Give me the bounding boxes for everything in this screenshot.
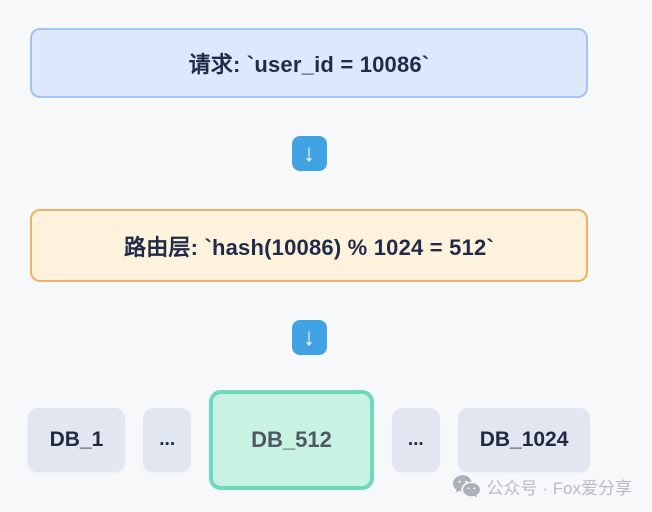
db-node-1: DB_1: [27, 408, 126, 472]
routing-box-label: 路由层: `hash(10086) % 1024 = 512`: [124, 234, 494, 260]
database-row: DB_1 ... DB_512 ... DB_1024: [27, 390, 591, 490]
flow-diagram: 请求: `user_id = 10086` ↓ 路由层: `hash(10086…: [27, 0, 591, 490]
request-box-label: 请求: `user_id = 10086`: [188, 52, 430, 77]
watermark: 公众号 · Fox爱分享: [452, 474, 632, 499]
db-ellipsis-right: ...: [391, 408, 440, 472]
db-node-512-highlighted: DB_512: [209, 390, 374, 490]
down-arrow-icon: ↓: [291, 320, 327, 355]
routing-box: 路由层: `hash(10086) % 1024 = 512`: [30, 209, 588, 282]
watermark-text: 公众号 · Fox爱分享: [486, 479, 632, 498]
wechat-icon: [452, 475, 480, 498]
db-ellipsis-label: ...: [407, 429, 424, 450]
down-arrow-glyph: ↓: [303, 323, 315, 351]
down-arrow-icon: ↓: [291, 136, 327, 171]
down-arrow-glyph: ↓: [303, 139, 315, 167]
db-node-label: DB_512: [251, 427, 332, 452]
db-node-label: DB_1024: [479, 428, 569, 451]
db-ellipsis-left: ...: [143, 408, 192, 472]
request-box: 请求: `user_id = 10086`: [30, 28, 588, 98]
db-node-1024: DB_1024: [457, 408, 591, 472]
db-ellipsis-label: ...: [159, 429, 176, 450]
db-node-label: DB_1: [49, 428, 104, 451]
